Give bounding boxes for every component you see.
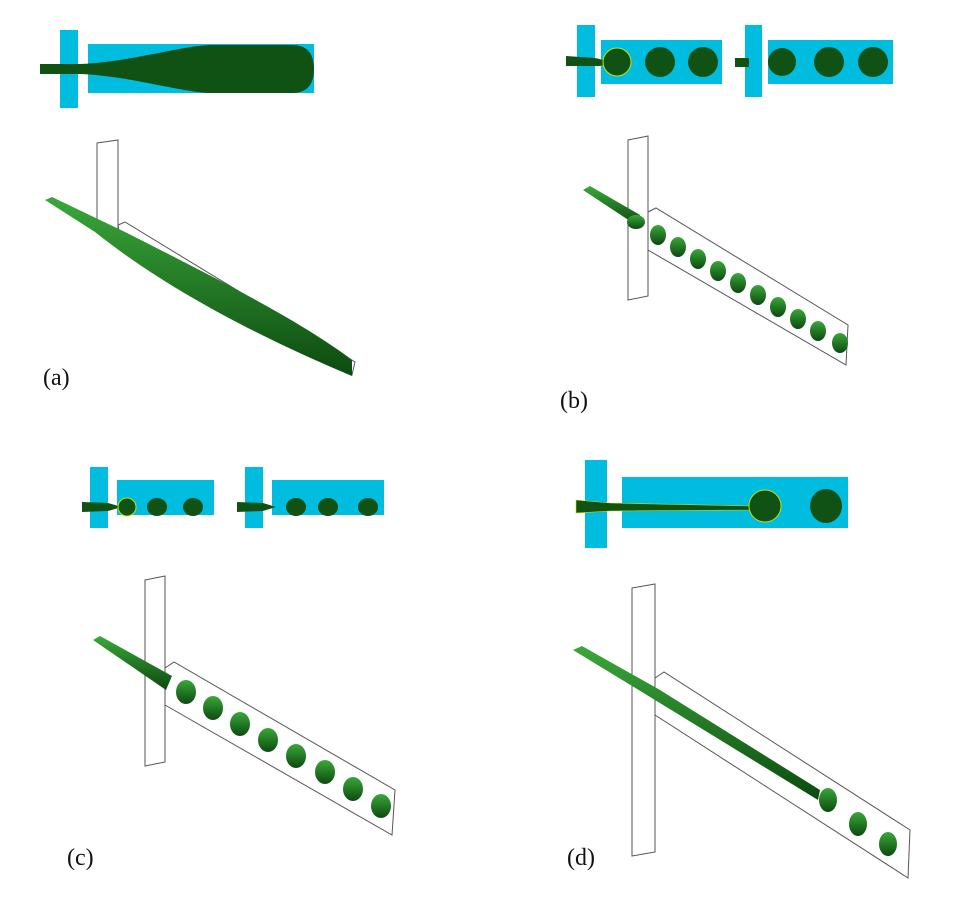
panel-c-top-view <box>82 467 384 528</box>
panel-b-3d-view <box>583 135 849 366</box>
panel-c-3d-view <box>93 575 396 836</box>
panel-label-a: (a) <box>43 365 70 391</box>
panel-label-b: (b) <box>560 388 588 414</box>
panel-label-d: (d) <box>567 845 595 871</box>
panel-b-top-view <box>566 25 893 97</box>
panel-a-3d-view <box>45 139 356 376</box>
panel-label-c: (c) <box>67 845 94 871</box>
panel-d-top-view <box>575 460 848 548</box>
panel-d-3d-view <box>573 583 911 879</box>
panel-a-top-view <box>40 30 314 108</box>
